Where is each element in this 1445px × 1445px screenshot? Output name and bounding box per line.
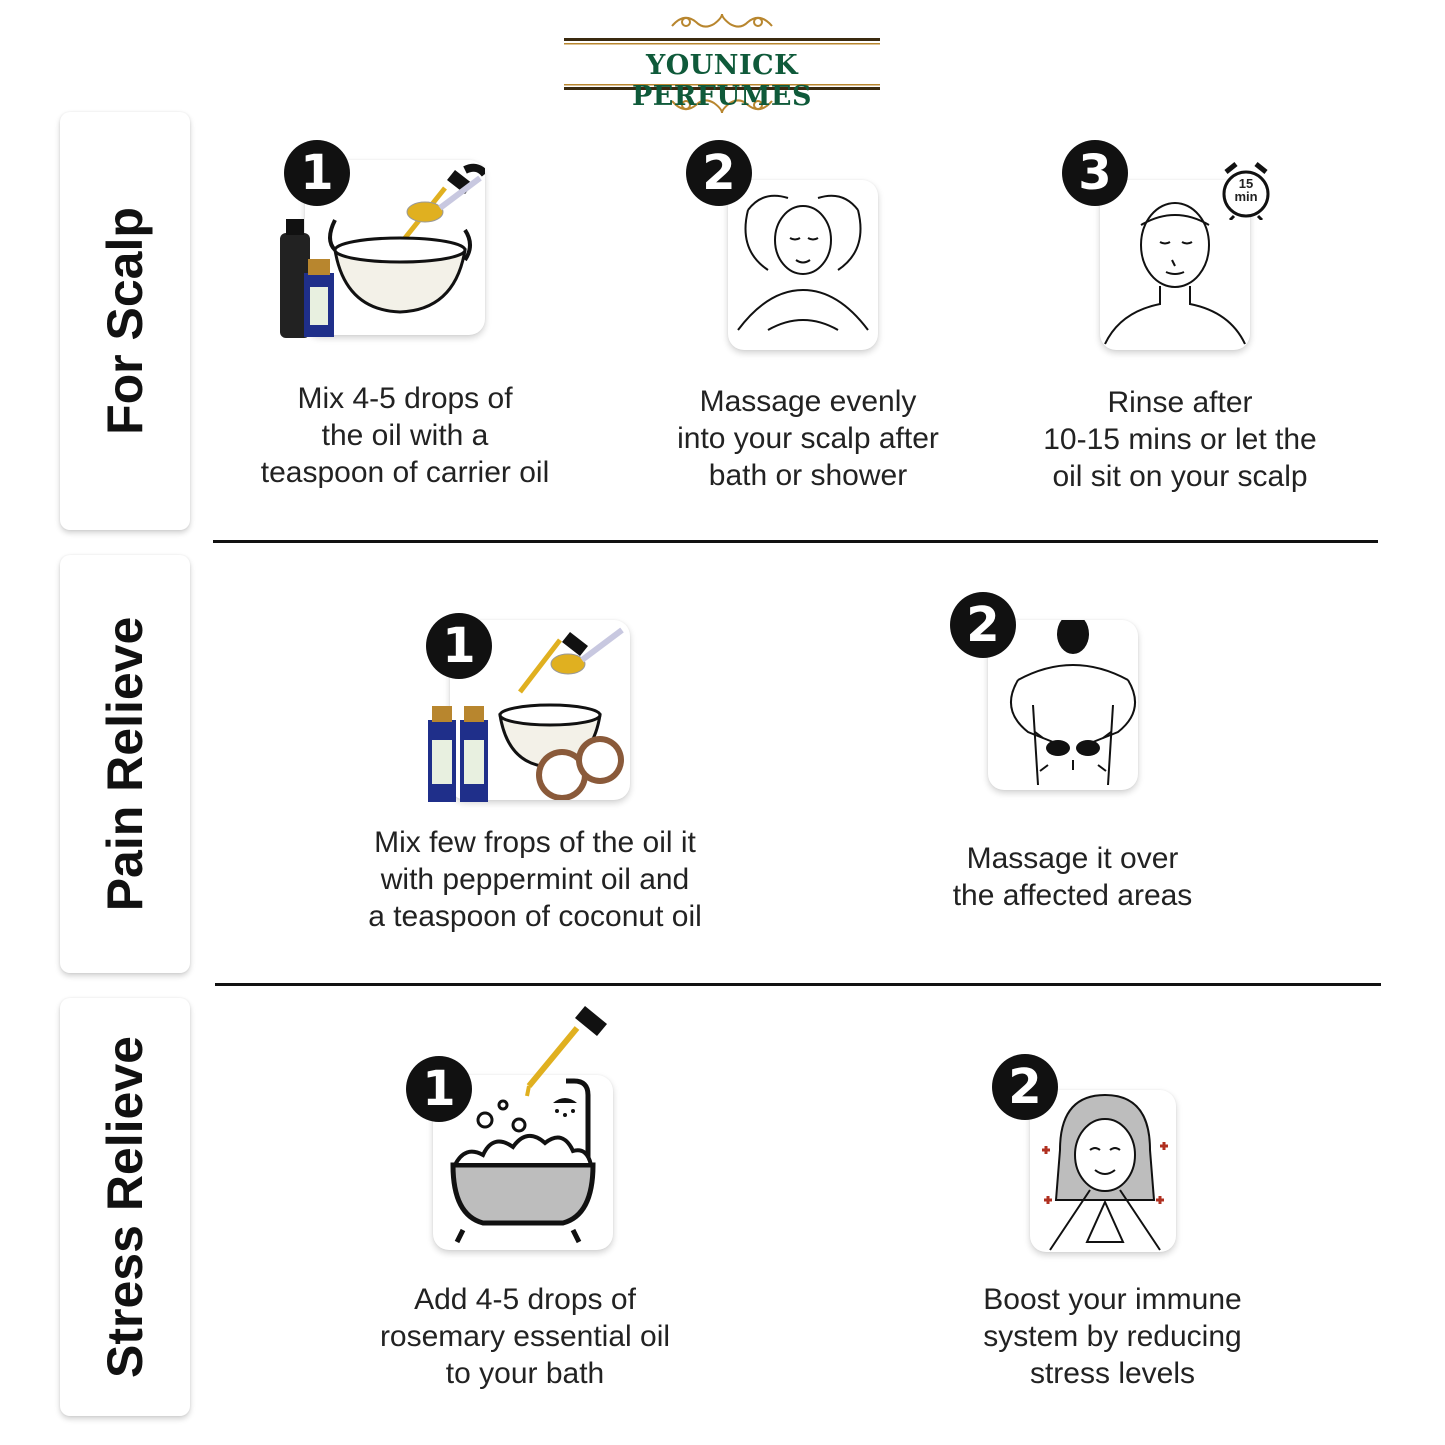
step-description: Add 4-5 drops of rosemary essential oil … [379,1283,671,1390]
section-title: Pain Relieve [97,616,153,912]
bathtub-icon [450,1078,596,1244]
section-title: For Scalp [97,207,153,435]
step-description: Boost your immune system by reducing str… [983,1283,1242,1390]
step-description: Mix 4-5 drops of the oil with a teaspoon… [260,382,550,489]
step-number-badge: 1 [284,140,350,206]
dropper-icon [525,1006,607,1097]
step-illustration [1100,180,1250,350]
step-number-badge: 3 [1062,140,1128,206]
relaxed-woman-icon [1042,1093,1168,1251]
step-description: Rinse after 10-15 mins or let the oil si… [1043,386,1317,493]
back-massage-icon [1010,620,1136,786]
step-description: Mix few frops of the oil it with pepperm… [368,826,702,933]
step-illustration [433,1075,613,1250]
essential-oil-bottles-icon [428,706,488,802]
step-illustration [1030,1090,1176,1252]
timer-unit: min [1234,189,1258,204]
logo-ornament-icon [564,13,880,114]
section-tab-scalp: For Scalp [60,112,190,530]
section-tab-pain: Pain Relieve [60,555,190,973]
scalp-massage-icon [737,194,869,331]
oil-bowl-mixing-icon [328,163,485,314]
essential-oil-bottles-icon [280,219,334,338]
step-number-badge: 1 [426,613,492,679]
oil-coconut-mixing-icon [498,627,624,800]
section-tab-stress: Stress Relieve [60,998,190,1416]
timer-icon: 15 min [1218,160,1274,220]
section-title: Stress Relieve [97,1036,153,1378]
section-divider [213,540,1378,543]
step-illustration [988,620,1138,790]
step-description: Massage it over the affected areas [952,842,1193,912]
step-number-badge: 2 [950,592,1016,658]
step-number-badge: 2 [686,140,752,206]
brand-name: YOUNICK PERFUMES [631,50,812,112]
rinse-face-icon [1104,202,1246,345]
timer-value: 15 [1238,176,1254,191]
step-number-badge: 1 [406,1056,472,1122]
step-number-badge: 2 [992,1054,1058,1120]
step-illustration [728,180,878,350]
brand-logo: YOUNICK PERFUMES [562,6,882,118]
step-description: Massage evenly into your scalp after bat… [677,385,939,492]
section-divider [215,983,1381,986]
